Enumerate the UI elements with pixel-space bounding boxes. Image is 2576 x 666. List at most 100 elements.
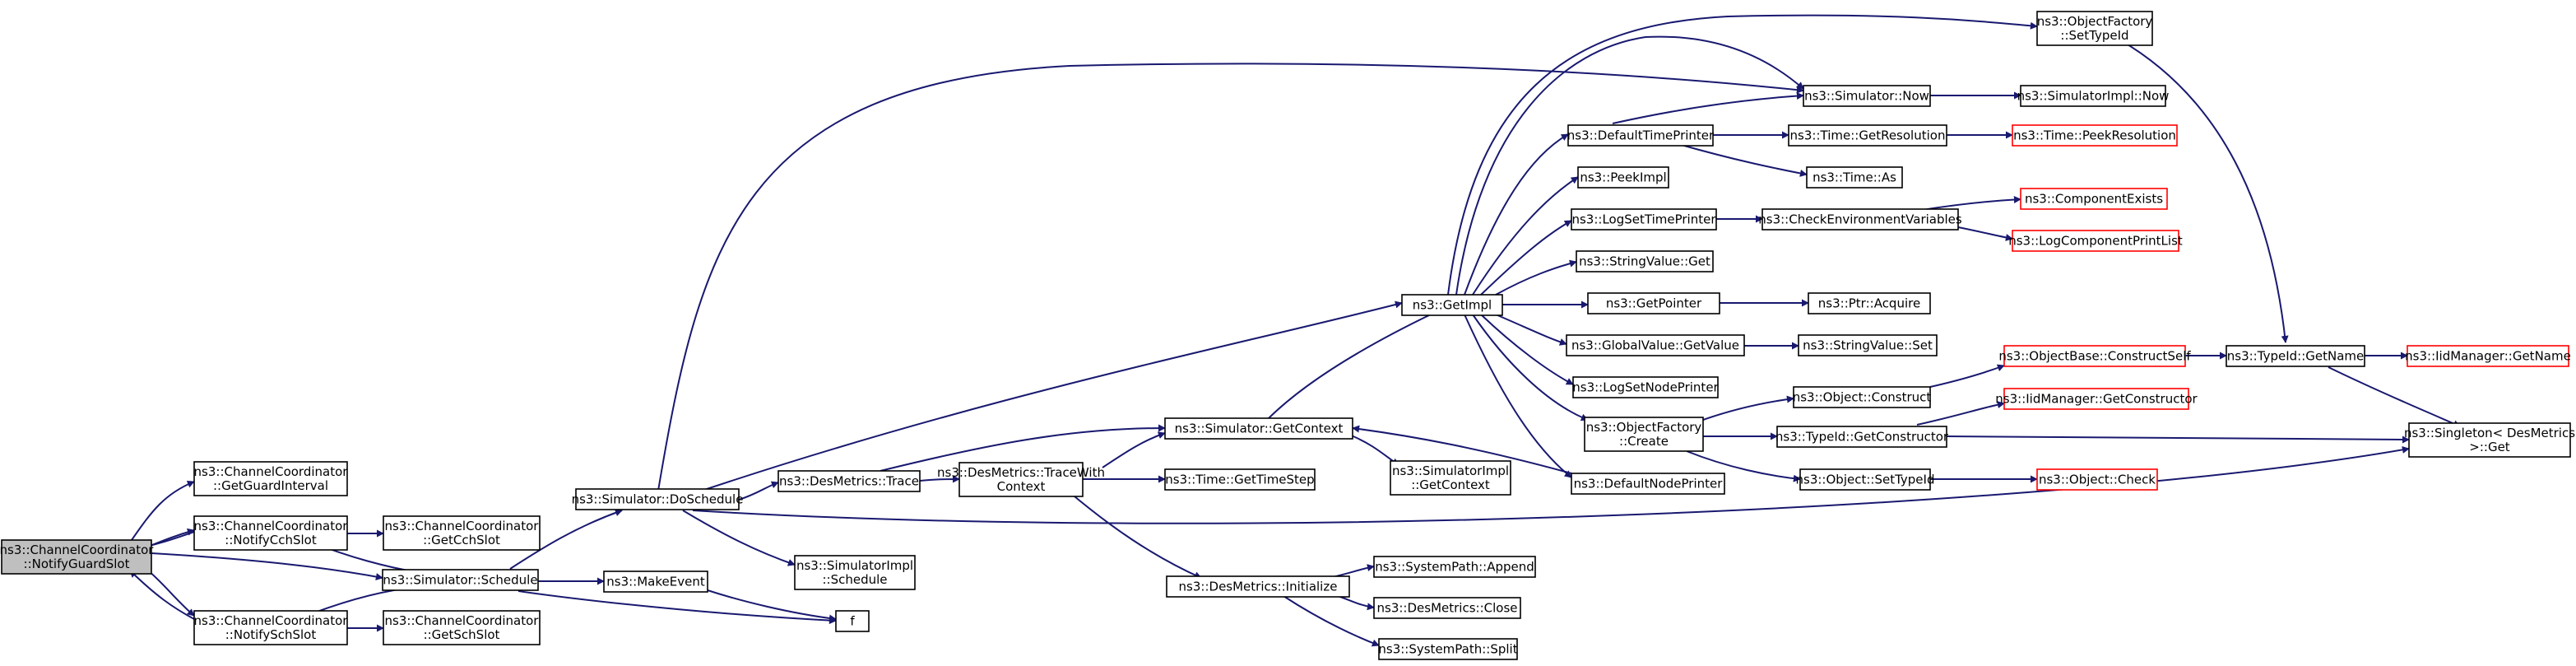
node-logSetNode[interactable]: ns3::LogSetNodePrinter — [1572, 376, 1720, 398]
node-getTimeStep[interactable]: ns3::Time::GetTimeStep — [1164, 468, 1316, 491]
node-label: ::Create — [1619, 434, 1669, 449]
node-implGetCtx[interactable]: ns3::SimulatorImpl::GetContext — [1390, 460, 1511, 496]
node-trace[interactable]: ns3::DesMetrics::Trace — [777, 470, 921, 492]
node-box — [1566, 334, 1745, 356]
edge-focus-to-getguard — [131, 480, 195, 541]
node-getImpl[interactable]: ns3::GetImpl — [1401, 294, 1503, 316]
node-label: ns3::TypeId::GetName — [2227, 349, 2364, 364]
edge-deftimepr-to-timeas — [1678, 143, 1808, 177]
node-getGuard[interactable]: ns3::ChannelCoordinator::GetGuardInterva… — [193, 461, 349, 496]
edge-deftimepr-to-simnow — [1612, 92, 1804, 124]
node-box — [383, 515, 541, 551]
node-peekRes[interactable]: ns3::Time::PeekResolution — [2012, 124, 2178, 147]
node-singletonGet[interactable]: ns3::Singleton< DesMetrics >::Get — [2404, 422, 2575, 458]
node-box — [1803, 85, 1931, 107]
node-box — [1808, 292, 1931, 314]
node-focus[interactable]: ns3::ChannelCoordinator::NotifyGuardSlot — [0, 539, 154, 575]
node-append[interactable]: ns3::SystemPath::Append — [1373, 556, 1536, 578]
node-label: ns3::SystemPath::Split — [1378, 642, 1517, 657]
node-box — [2003, 388, 2189, 410]
node-box — [777, 470, 921, 492]
node-label: ::GetContext — [1411, 477, 1490, 492]
node-iidGetName[interactable]: ns3::IidManager::GetName — [2405, 345, 2571, 367]
node-box — [2407, 345, 2569, 367]
node-simNow[interactable]: ns3::Simulator::Now — [1803, 85, 1931, 107]
node-getContext[interactable]: ns3::Simulator::GetContext — [1164, 417, 1353, 440]
node-label: ns3::CheckEnvironmentVariables — [1758, 212, 1962, 227]
edge-focus-to-notifycch — [147, 528, 195, 547]
node-notifyCch[interactable]: ns3::ChannelCoordinator::NotifyCchSlot — [193, 515, 349, 551]
node-objFactCreate[interactable]: ns3::ObjectFactory::Create — [1584, 417, 1704, 452]
node-label: ::GetCchSlot — [423, 533, 500, 547]
node-label: ns3::Simulator::Now — [1804, 89, 1929, 104]
node-checkEnv[interactable]: ns3::CheckEnvironmentVariables — [1758, 208, 1962, 231]
node-getSch[interactable]: ns3::ChannelCoordinator::GetSchSlot — [383, 610, 541, 645]
edge-getimpl-to-deftimepr — [1464, 133, 1569, 296]
node-implNow[interactable]: ns3::SimulatorImpl::Now — [2017, 85, 2170, 107]
node-close[interactable]: ns3::DesMetrics::Close — [1373, 597, 1521, 619]
node-label: ::NotifyGuardSlot — [24, 557, 130, 571]
node-doSchedule[interactable]: ns3::Simulator::DoSchedule — [572, 488, 744, 510]
node-tidGetName[interactable]: ns3::TypeId::GetName — [2226, 345, 2365, 367]
node-strGet[interactable]: ns3::StringValue::Get — [1576, 250, 1714, 272]
node-box — [2020, 85, 2166, 107]
node-strSet[interactable]: ns3::StringValue::Set — [1798, 334, 1938, 356]
node-box — [1806, 166, 1903, 189]
node-makeEvent[interactable]: ns3::MakeEvent — [603, 571, 708, 593]
node-split[interactable]: ns3::SystemPath::Split — [1378, 638, 1518, 660]
node-box — [575, 488, 740, 510]
node-label: ns3::DesMetrics::Initialize — [1179, 580, 1338, 594]
node-box — [1571, 208, 1717, 231]
node-box — [835, 610, 870, 632]
node-label: ::GetGuardInterval — [213, 478, 328, 493]
node-ptrAcquire[interactable]: ns3::Ptr::Acquire — [1808, 292, 1931, 314]
node-timeAs[interactable]: ns3::Time::As — [1806, 166, 1903, 189]
node-f[interactable]: f — [835, 610, 870, 632]
node-box — [1166, 575, 1350, 598]
node-getCch[interactable]: ns3::ChannelCoordinator::GetCchSlot — [383, 515, 541, 551]
node-ofSetTid[interactable]: ns3::ObjectFactory::SetTypeId — [2036, 11, 2153, 46]
node-defNodePr[interactable]: ns3::DefaultNodePrinter — [1571, 473, 1725, 495]
node-label: ns3::StringValue::Get — [1579, 254, 1710, 269]
node-objSetTid[interactable]: ns3::Object::SetTypeId — [1796, 468, 1935, 491]
node-logSetTime[interactable]: ns3::LogSetTimePrinter — [1571, 208, 1717, 231]
node-label: ns3::MakeEvent — [606, 575, 705, 589]
node-box — [2003, 345, 2186, 367]
node-label: ::Schedule — [822, 572, 887, 587]
node-iidGetCtor[interactable]: ns3::IidManager::GetConstructor — [1995, 388, 2198, 410]
node-label: ns3::SimulatorImpl — [796, 558, 913, 573]
node-defTimePr[interactable]: ns3::DefaultTimePrinter — [1567, 124, 1715, 147]
node-gvGetValue[interactable]: ns3::GlobalValue::GetValue — [1566, 334, 1745, 356]
node-box — [2012, 230, 2179, 252]
node-getRes[interactable]: ns3::Time::GetResolution — [1788, 124, 1947, 147]
node-label: ns3::SimulatorImpl::Now — [2017, 89, 2170, 104]
node-logCompList[interactable]: ns3::LogComponentPrintList — [2008, 230, 2183, 252]
node-box — [1164, 417, 1353, 440]
node-getPointer[interactable]: ns3::GetPointer — [1587, 292, 1720, 314]
edge-makeevent-to-f — [707, 589, 837, 622]
edge-getimpl-to-peekimpl — [1472, 176, 1579, 296]
node-box — [2020, 188, 2168, 210]
node-objBaseCS[interactable]: ns3::ObjectBase::ConstructSelf — [1998, 345, 2191, 367]
node-label: ns3::ObjectFactory — [2037, 14, 2153, 29]
node-compExists[interactable]: ns3::ComponentExists — [2020, 188, 2168, 210]
node-box — [383, 610, 541, 645]
edge-initialize-to-split — [1283, 595, 1380, 647]
node-objConstruct[interactable]: ns3::Object::Construct — [1793, 386, 1932, 408]
node-tidGetCtor[interactable]: ns3::TypeId::GetConstructor — [1775, 426, 1949, 448]
node-schedule[interactable]: ns3::Simulator::Schedule — [382, 569, 539, 591]
node-label: ns3::SimulatorImpl — [1392, 463, 1509, 478]
node-label: ns3::ObjectFactory — [1586, 420, 1702, 435]
node-box — [1373, 597, 1521, 619]
node-peekImpl[interactable]: ns3::PeekImpl — [1577, 166, 1669, 189]
node-objCheck[interactable]: ns3::Object::Check — [2036, 468, 2158, 491]
node-label: ns3::Time::GetTimeStep — [1165, 473, 1314, 487]
node-box — [1587, 292, 1720, 314]
node-label: ns3::Simulator::Schedule — [383, 573, 537, 588]
node-implSchedule[interactable]: ns3::SimulatorImpl::Schedule — [794, 555, 916, 590]
node-notifySch[interactable]: ns3::ChannelCoordinator::NotifySchSlot — [193, 610, 349, 645]
edge-tracewith-to-getcontext — [1102, 431, 1166, 468]
node-initialize[interactable]: ns3::DesMetrics::Initialize — [1166, 575, 1350, 598]
